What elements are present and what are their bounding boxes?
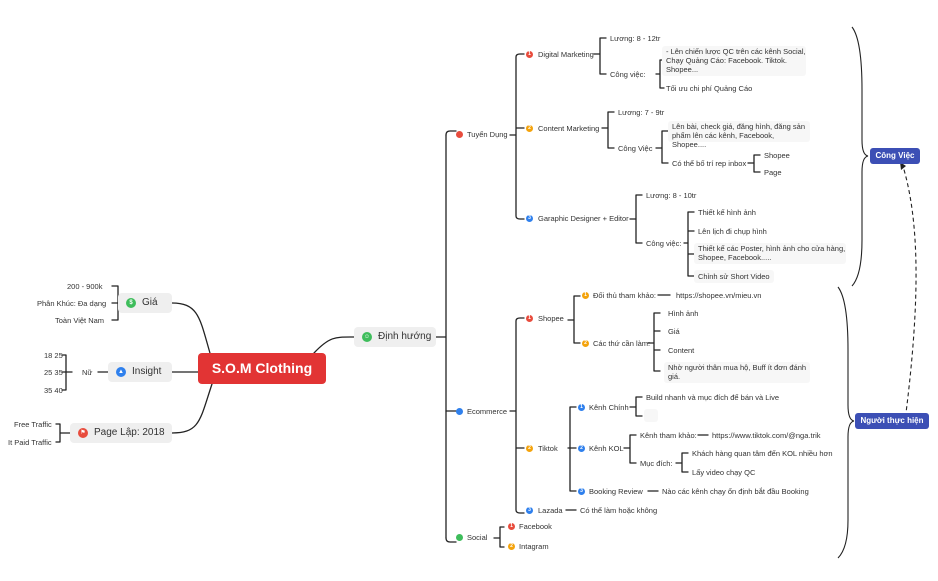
todo-box [664, 362, 810, 383]
number-1-icon: 1 [526, 51, 533, 58]
age-item: 35 40 [44, 386, 63, 395]
cong-viec-label: Công Việc [618, 144, 653, 153]
number-1-icon: 1 [508, 523, 515, 530]
gia-node[interactable]: $ Giá [118, 293, 172, 313]
booking-note: Nào các kênh chạy ổn định bắt đầu Bookin… [662, 487, 809, 496]
inbox-item: Page [764, 168, 782, 177]
number-1-icon: 1 [526, 315, 533, 322]
cong-viec-label: Công việc: [646, 239, 682, 248]
kenh-chinh-item: Build nhanh và mục đích để bán và Live [646, 393, 780, 402]
cong-viec-tag[interactable]: Công Việc [870, 148, 920, 164]
job-item: Thiết kế hình ảnh [698, 208, 756, 217]
number-2-icon: 2 [578, 445, 585, 452]
todo-item: Nhờ người thân mua hộ, Buff ít đơn đánh … [668, 363, 807, 381]
luong-label: Lương: 7 - 9tr [618, 108, 665, 117]
job-box [694, 243, 846, 264]
ecommerce-node[interactable]: Ecommerce [467, 407, 508, 416]
kenh-kol-node[interactable]: Kênh KOL [589, 444, 624, 453]
todo-item: Giá [668, 327, 680, 336]
tuyen-dung-node[interactable]: Tuyển Dụng [467, 130, 508, 139]
number-3-icon: 3 [526, 215, 533, 222]
job-item: Thiết kế các Poster, hình ảnh cho cửa hà… [698, 244, 846, 262]
gia-item: Phân Khúc: Đa dạng [37, 299, 107, 308]
todo-item: Content [668, 346, 695, 355]
dinh-huong-node[interactable]: ☺ Định hướng [354, 327, 436, 347]
todo-item: Hình ảnh [668, 309, 699, 318]
gia-item: Toàn Việt Nam [55, 316, 105, 325]
insight-node[interactable]: ▲ Insight [108, 362, 172, 382]
luong-label: Lương: 8 - 10tr [646, 191, 697, 200]
job-item: Tối ưu chi phí Quảng Cáo [666, 84, 753, 93]
dollar-icon: $ [126, 298, 136, 308]
empty-topic-box [644, 409, 658, 422]
flag-icon: ⚑ [78, 428, 88, 438]
number-1-icon: 1 [582, 292, 589, 299]
number-1-icon: 1 [578, 404, 585, 411]
can-lam-label: Các thứ cần làm: [593, 339, 651, 348]
shopee-url-link[interactable]: https://shopee.vn/mieu.vn [676, 291, 762, 300]
job-item: Có thể bố trí rep inbox [672, 159, 747, 168]
number-3-icon: 3 [526, 507, 533, 514]
instagram-node[interactable]: Intagram [519, 542, 549, 551]
content-marketing-node[interactable]: Content Marketing [538, 124, 600, 133]
lazada-note: Có thể làm hoặc không [580, 506, 658, 515]
root-node[interactable]: S.O.M Clothing [198, 353, 326, 384]
muc-dich-item: Khách hàng quan tâm đến KOL nhiều hơn [692, 449, 833, 458]
number-2-icon: 2 [508, 543, 515, 550]
cong-viec-label: Công việc: [610, 70, 646, 79]
gia-item: 200 - 900k [67, 282, 103, 291]
inbox-item: Shopee [764, 151, 790, 160]
number-3-icon: 3 [578, 488, 585, 495]
tiktok-node[interactable]: Tiktok [538, 444, 558, 453]
social-node[interactable]: Social [467, 533, 488, 542]
age-item: 18 25 [44, 351, 63, 360]
number-2-icon: 2 [526, 445, 533, 452]
green-dot-icon [456, 534, 463, 541]
job-box [668, 121, 810, 142]
job-box [662, 46, 806, 76]
traffic-item: Free Traffic [14, 420, 52, 429]
job-box [694, 270, 774, 283]
blue-dot-icon [456, 408, 463, 415]
number-2-icon: 2 [582, 340, 589, 347]
kol-ref-label: Kênh tham khảo: [640, 431, 697, 440]
nguoi-thuc-hien-tag[interactable]: Người thực hiện [855, 413, 929, 429]
job-item: Lên bài, check giá, đăng hình, đăng sản … [672, 122, 806, 149]
page-node[interactable]: ⚑ Page Lập: 2018 [70, 423, 172, 443]
job-item: Lên lịch đi chụp hình [698, 227, 767, 236]
job-item: Chỉnh sử Short Video [698, 272, 770, 281]
tiktok-url-link[interactable]: https://www.tiktok.com/@nga.trik [712, 431, 821, 440]
kenh-chinh-node[interactable]: Kênh Chính [589, 403, 629, 412]
graphic-designer-node[interactable]: Garaphic Designer + Editor [538, 214, 629, 223]
booking-review-node[interactable]: Booking Review [589, 487, 643, 496]
facebook-node[interactable]: Facebook [519, 522, 552, 531]
red-dot-icon [456, 131, 463, 138]
job-item: - Lên chiến lược QC trên các kênh Social… [666, 47, 806, 74]
muc-dich-label: Mục đích: [640, 459, 673, 468]
chart-icon: ▲ [116, 367, 126, 377]
traffic-item: It Paid Traffic [8, 438, 52, 447]
doi-thu-label: Đối thủ tham khảo: [593, 291, 656, 300]
digital-marketing-node[interactable]: Digital Marketing [538, 50, 594, 59]
age-item: 25 35 [44, 368, 63, 377]
shopee-node[interactable]: Shopee [538, 314, 564, 323]
number-2-icon: 2 [526, 125, 533, 132]
nu-label: Nữ [82, 368, 93, 377]
smile-icon: ☺ [362, 332, 372, 342]
luong-label: Lương: 8 - 12tr [610, 34, 661, 43]
muc-dich-item: Lấy video chạy QC [692, 468, 756, 477]
lazada-node[interactable]: Lazada [538, 506, 563, 515]
